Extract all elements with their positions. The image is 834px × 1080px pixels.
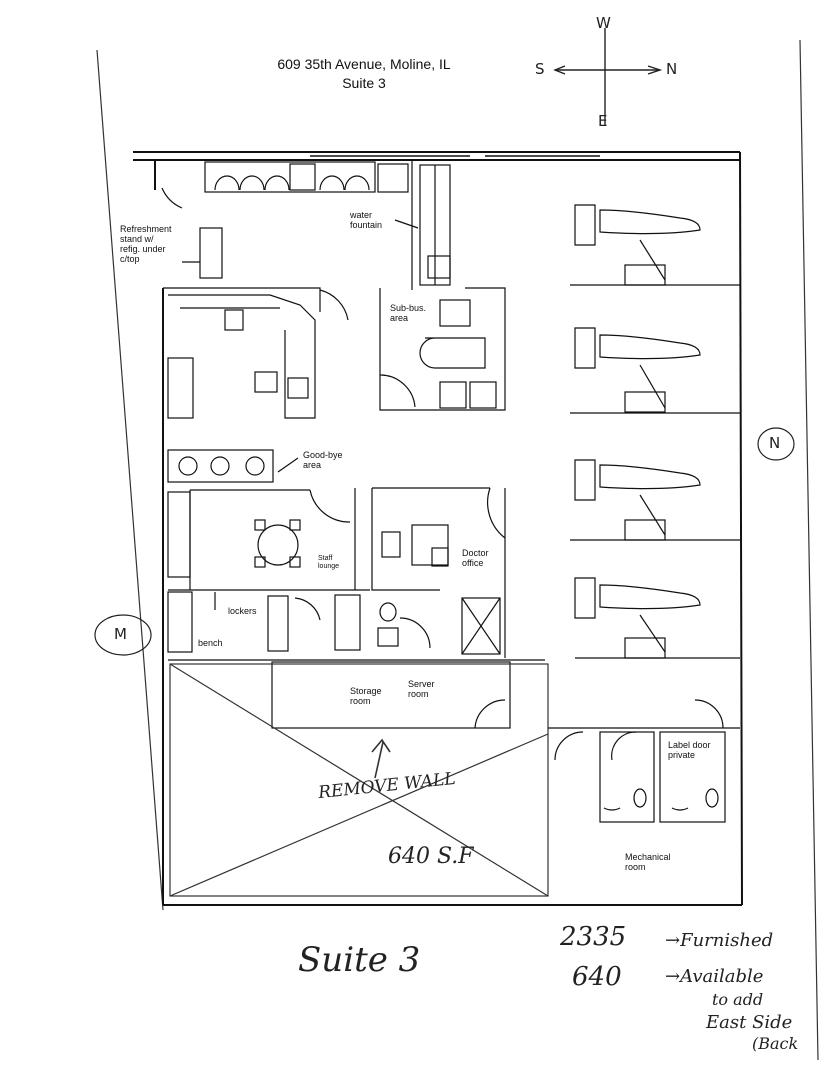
- water-fountain-label: water fountain: [350, 210, 383, 230]
- goodbye-label: Good-bye area: [303, 450, 343, 470]
- marker-n: N: [769, 434, 781, 452]
- water-fountain-column: [394, 160, 451, 290]
- scan-edge-right: [799, 39, 819, 1061]
- goodbye-area: [167, 449, 299, 483]
- storage-server: [168, 659, 545, 729]
- compass-north: N: [666, 60, 678, 78]
- scan-edge-left: [96, 49, 164, 911]
- east-side-note: East Side: [706, 1012, 793, 1033]
- marker-n-circle: [757, 427, 795, 461]
- reception: [163, 287, 349, 419]
- compass-east: E: [598, 112, 608, 130]
- restroom-small: [334, 594, 431, 651]
- available-note: →Available: [665, 966, 764, 987]
- sub-bus-area: [379, 287, 506, 411]
- remove-wall-area: [169, 663, 549, 897]
- lockers-label: lockers: [228, 606, 257, 616]
- marker-m: M: [114, 625, 127, 643]
- closet: [461, 597, 501, 655]
- server-label: Server room: [408, 679, 435, 699]
- label-door-label: Label door private: [668, 740, 711, 760]
- doctor-office: [371, 487, 506, 658]
- marker-m-circle: [94, 614, 152, 656]
- doctor-office-label: Doctor office: [462, 548, 489, 568]
- operatory-bays: [570, 204, 740, 659]
- suite-note: Suite 3: [298, 940, 421, 980]
- suite-title: Suite 3: [342, 75, 386, 91]
- address-title: 609 35th Avenue, Moline, IL: [277, 56, 451, 72]
- top-cabinets: [161, 161, 409, 209]
- storage-label: Storage room: [350, 686, 382, 706]
- available-number: 640: [572, 962, 622, 992]
- lockers-bench: [167, 591, 321, 653]
- compass-rose: [553, 28, 663, 125]
- refreshment-label: Refreshment stand w/ refig. under c/top: [120, 224, 172, 264]
- outer-walls: [133, 151, 743, 906]
- sub-bus-label: Sub-bus. area: [390, 303, 427, 323]
- to-add-note: to add: [712, 990, 764, 1009]
- furnished-note: →Furnished: [665, 930, 774, 951]
- compass-west: W: [596, 14, 611, 32]
- mechanical-restrooms: [548, 699, 740, 823]
- staff-lounge: [167, 488, 370, 591]
- bench-label: bench: [198, 638, 223, 648]
- back-note: (Back: [752, 1034, 799, 1053]
- mechanical-label: Mechanical room: [625, 852, 671, 872]
- furnished-number: 2335: [560, 922, 627, 952]
- square-footage-note: 640 S.F: [388, 844, 474, 869]
- staff-lounge-label: Staff lounge: [318, 555, 340, 570]
- compass-south: S: [535, 60, 545, 78]
- refreshment-stand: [182, 227, 223, 279]
